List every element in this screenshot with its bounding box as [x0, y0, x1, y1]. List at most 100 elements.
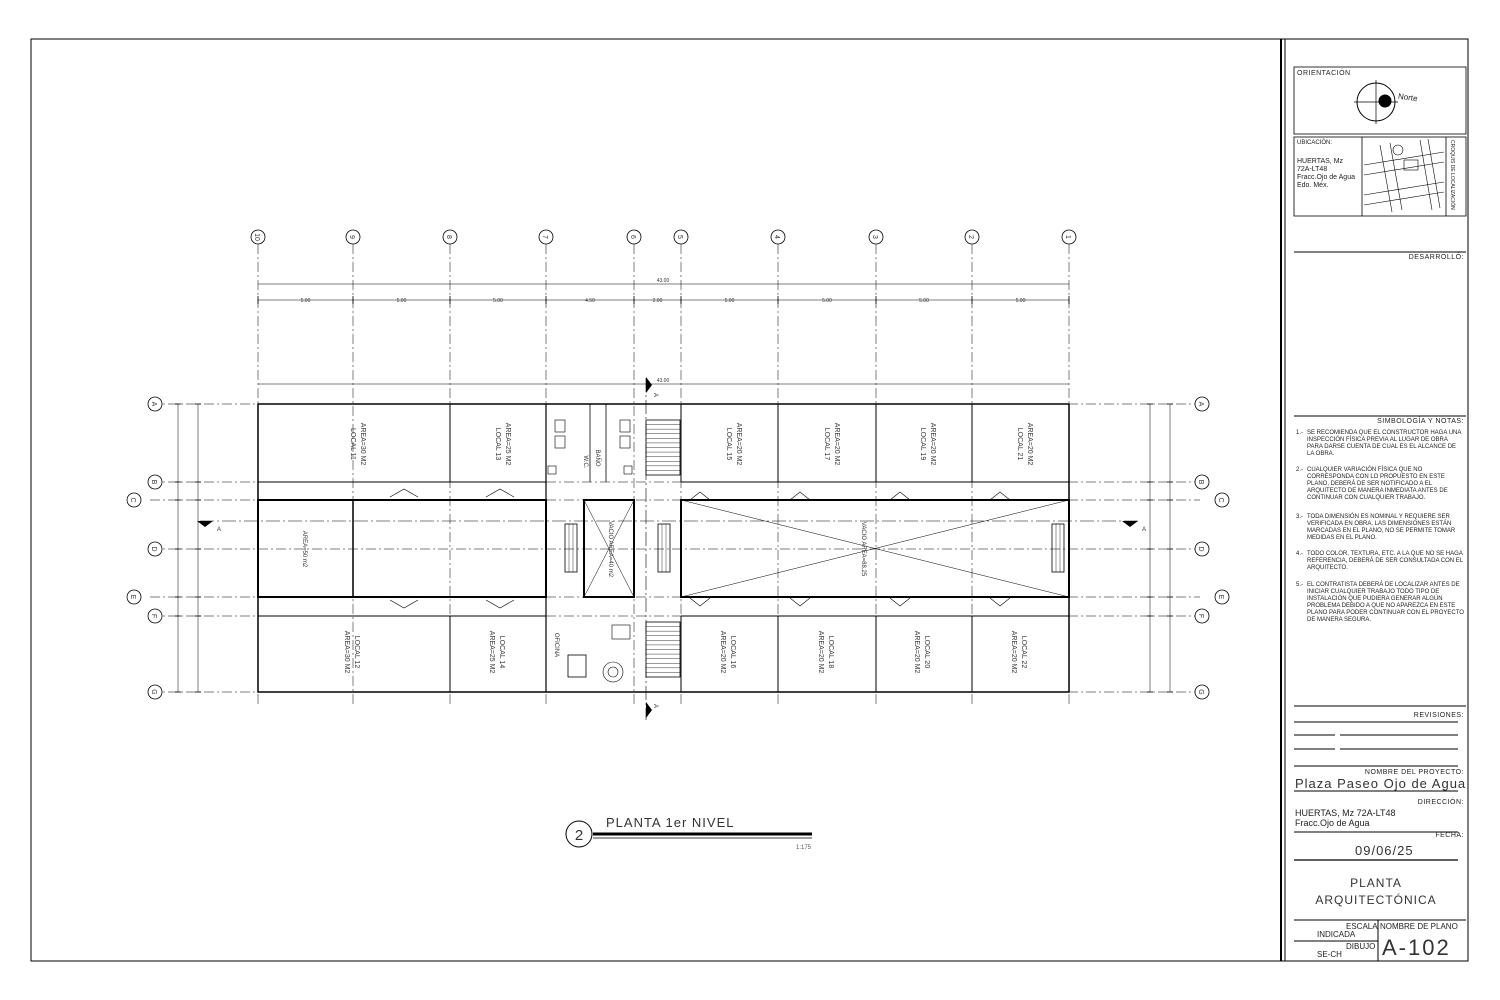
grid-bubble [1194, 474, 1210, 490]
grid-bubble-label: 8 [445, 235, 452, 239]
railing-icon [889, 491, 911, 501]
grid-bubble [538, 229, 554, 245]
void-large [680, 499, 1070, 598]
railing-icon [485, 488, 515, 498]
grid-bubble-label: 9 [348, 235, 355, 239]
grid-bubble [1061, 229, 1077, 245]
grid-bubble-label: A [150, 402, 157, 407]
room-area: AREA=20 M2 [929, 423, 936, 466]
address-label: DIRECCIÓN: [1417, 799, 1464, 806]
dimension-text: 5.00 [1016, 298, 1026, 304]
croquis-label: CROQUIS DE LOCALIZACIÓN [1449, 140, 1455, 210]
dimension-text: 43.00 [657, 378, 670, 384]
grid-bubble [250, 229, 266, 245]
railing-icon [389, 488, 419, 498]
grid-bubble-label: 6 [629, 235, 636, 239]
dimension-text: 5.00 [397, 298, 407, 304]
grid-bubble [147, 608, 163, 624]
dimension-text: 5.00 [919, 298, 929, 304]
grid-bubble-label: 7 [541, 235, 548, 239]
railing-icon [989, 491, 1011, 501]
grid-bubble [1194, 396, 1210, 412]
project-name: Plaza Paseo Ojo de Agua [1295, 776, 1467, 791]
project-name-label: NOMBRE DEL PROYECTO: [1364, 769, 1464, 776]
grid-bubble-label: 4 [773, 235, 780, 239]
grid-bubble-label: F [150, 614, 157, 618]
date: 09/06/25 [1355, 843, 1414, 858]
void-small [583, 499, 635, 598]
section-arrow-icon [1122, 521, 1138, 527]
grid-bubble [147, 396, 163, 412]
room-name: LOCAL 19 [919, 428, 926, 461]
grid-bubble [673, 229, 689, 245]
railing-icon [889, 597, 911, 607]
room-area: AREA=25 M2 [488, 631, 495, 674]
note-1: 1.-SE RECOMIENDA QUE EL CONSTRUCTOR HAGA… [1296, 430, 1462, 457]
sheet-border [30, 38, 1469, 962]
stair-landing-icon [564, 523, 578, 573]
dimension-text: 5.00 [822, 298, 832, 304]
toilet-icon [619, 435, 631, 449]
drawn-by-label: DIBUJO [1346, 942, 1376, 951]
sink-icon [623, 465, 633, 475]
room-area: AREA=20 M2 [719, 631, 726, 674]
note-4: 4.-TODO COLOR, TEXTURA, ETC. A LA QUE NO… [1296, 551, 1463, 571]
grid-bubble [1194, 541, 1210, 557]
grid-bubble-label: D [1197, 546, 1204, 551]
grid-bubble-label: 1 [1064, 235, 1071, 239]
room-name: LOCAL 12 [353, 636, 360, 669]
grid-bubble-label: E [1217, 595, 1224, 600]
location-address: HUERTAS, Mz 72A-LT48 Fracc.Ojo de Agua E… [1297, 158, 1355, 189]
note-5: 5.-EL CONTRATISTA DEBERÁ DE LOCALIZAR AN… [1296, 582, 1464, 623]
location-sketch-icon [1363, 138, 1445, 213]
grid-bubble-label: G [1197, 689, 1204, 694]
grid-bubble-label: 3 [871, 235, 878, 239]
revisions-label: REVISIONES: [1413, 712, 1464, 719]
grid-bubble-label: 2 [967, 235, 974, 239]
sink-icon [547, 465, 557, 475]
room-area: AREA=20 M2 [833, 423, 840, 466]
grid-bubble [868, 229, 884, 245]
room-area: AREA=20 M2 [735, 423, 742, 466]
toilet-icon [554, 435, 566, 449]
note-2: 2.-CUALQUIER VARIACIÓN FÍSICA QUE NO COR… [1296, 467, 1448, 501]
grid-bubble [626, 229, 642, 245]
grid-bubble [1214, 492, 1230, 508]
stair-landing-icon [657, 523, 671, 573]
section-label: A [652, 393, 658, 397]
orientation-label: ORIENTACIÓN [1297, 70, 1351, 77]
grid-bubble-label: C [129, 497, 136, 502]
grid-bubble-label: A [1197, 402, 1204, 407]
room-name: LOCAL 21 [1016, 428, 1023, 461]
railing-icon [989, 597, 1011, 607]
toilet-icon [554, 419, 566, 433]
room-name: LOCAL 17 [823, 428, 830, 461]
void-label: VACIO AREA=88.25 [860, 522, 866, 577]
grid-bubble [964, 229, 980, 245]
grid-bubble-label: B [150, 480, 157, 485]
room-name: OFICINA [553, 633, 559, 657]
railing-icon [485, 599, 515, 609]
sheet-name-label: NOMBRE DE PLANO [1380, 922, 1458, 931]
grid-bubble-label: 10 [253, 233, 260, 241]
area-label: AREA=50 m2 [301, 531, 307, 568]
room-name: LOCAL 22 [1020, 636, 1027, 669]
grid-bubble [770, 229, 786, 245]
room-name: LOCAL 20 [923, 636, 930, 669]
room-name: LOCAL 14 [498, 636, 505, 669]
grid-bubble-label: C [1217, 497, 1224, 502]
void-left [352, 499, 547, 598]
room-name: LOCAL 13 [494, 428, 501, 461]
room-name: LOCAL 16 [729, 636, 736, 669]
drawing-title: 2 PLANTA 1er NIVEL 1:175 [565, 815, 812, 851]
railing-icon [689, 597, 711, 607]
dimension-text: 5.00 [493, 298, 503, 304]
room-name: LOCAL 18 [827, 636, 834, 669]
title-block [1293, 66, 1467, 961]
railing-icon [389, 599, 419, 609]
grid-bubble [1194, 608, 1210, 624]
void-cross [583, 499, 635, 598]
toilet-icon [619, 419, 631, 433]
room-name: LOCAL 11 [349, 428, 356, 460]
